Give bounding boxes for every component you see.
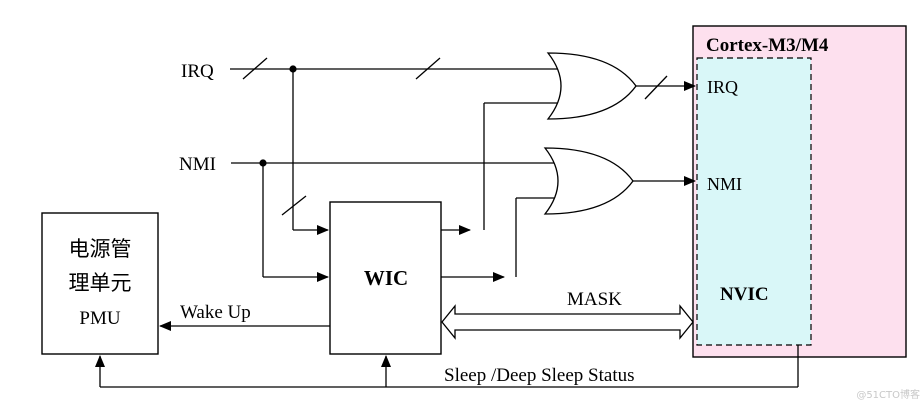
irq-junction-dot [289, 65, 297, 73]
pmu-label-line2: 理单元 [69, 271, 132, 295]
nvic-label: NVIC [720, 284, 769, 305]
irq-input-label: IRQ [181, 61, 214, 82]
nmi-junction-dot [259, 159, 267, 167]
wic-block [329, 201, 442, 355]
wires [95, 52, 799, 388]
nvic-irq-label: IRQ [707, 77, 738, 97]
nvic-block [696, 57, 812, 346]
nvic-nmi-label: NMI [707, 174, 742, 194]
mask-label: MASK [567, 289, 622, 310]
pmu-label-line3: PMU [79, 308, 120, 329]
wic-label: WIC [364, 266, 408, 290]
watermark: @51CTO博客 [856, 388, 920, 401]
wake-up-label: Wake Up [180, 302, 251, 323]
pmu-block [41, 212, 159, 355]
nmi-input-label: NMI [179, 154, 216, 175]
pmu-label-line1: 电源管 [69, 237, 132, 261]
cortex-title: Cortex-M3/M4 [706, 35, 829, 56]
sleep-status-label: Sleep /Deep Sleep Status [444, 365, 635, 386]
